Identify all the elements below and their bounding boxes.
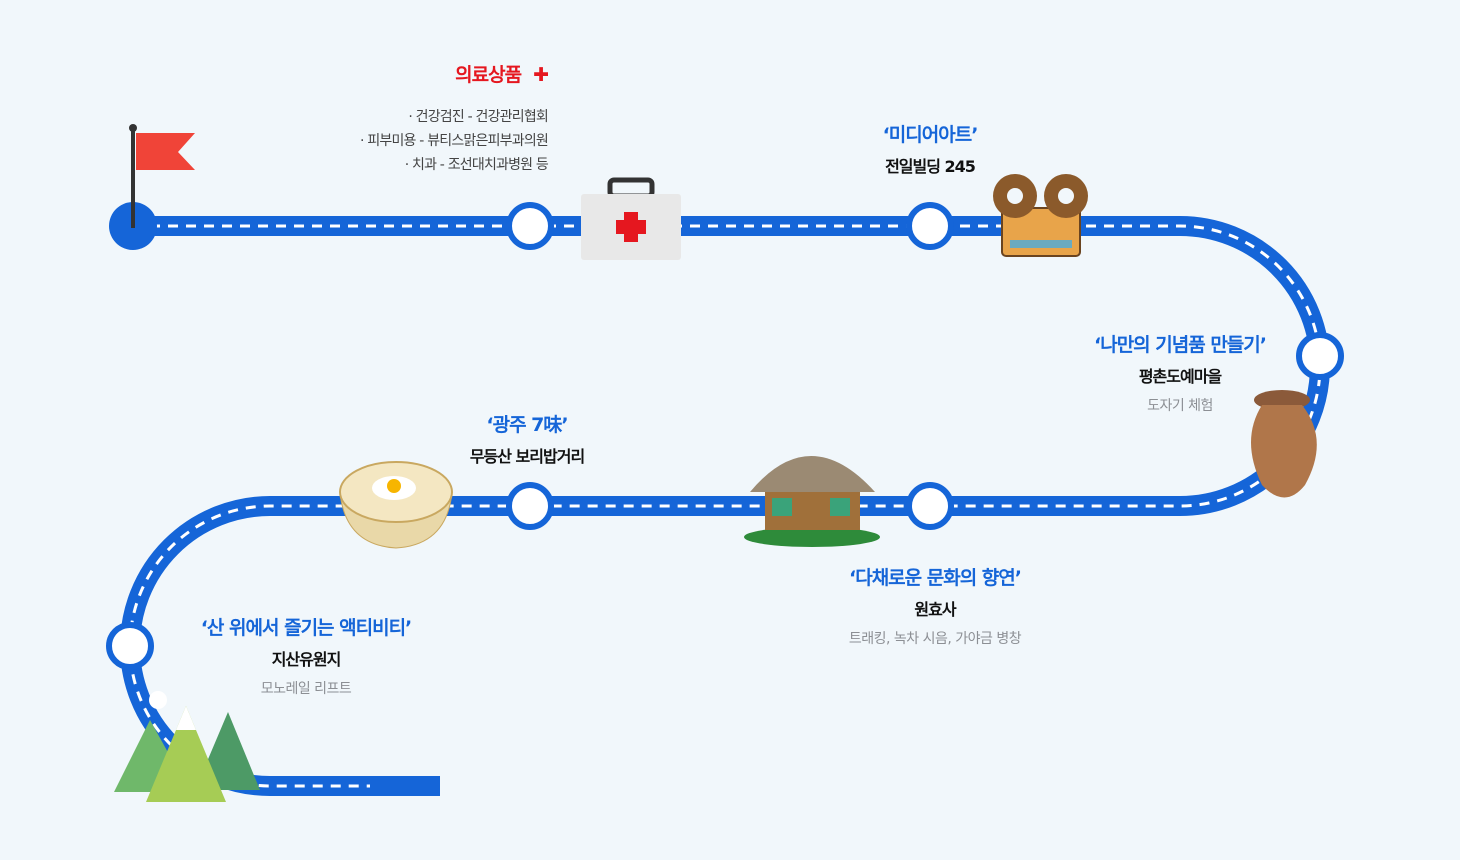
first-aid-kit-icon <box>581 177 681 260</box>
medical-title: 의료상품 ✚ <box>360 60 549 87</box>
stop-pottery: ‘나만의 기념품 만들기’ 평촌도예마을 도자기 체험 <box>1094 330 1267 415</box>
stop-temple: ‘다채로운 문화의 향연’ 원효사 트래킹, 녹차 시음, 가야금 병창 <box>848 563 1022 648</box>
stop-title: ‘나만의 기념품 만들기’ <box>1094 334 1267 356</box>
stop-food: ‘광주 7味’ 무등산 보리밥거리 <box>469 410 585 467</box>
stop-desc: 모노레일 리프트 <box>260 681 352 697</box>
route-node-medical[interactable] <box>506 202 554 250</box>
medical-products: 의료상품 ✚ · 건강검진 - 건강관리협회 · 피부미용 - 뷰티스맑은피부과의… <box>360 60 549 177</box>
flag-icon <box>129 124 195 228</box>
stop-media-art: ‘미디어아트’ 전일빌딩 245 <box>882 120 979 177</box>
stop-subtitle: 원효사 <box>914 600 956 619</box>
stop-desc: 트래킹, 녹차 시음, 가야금 병창 <box>848 631 1022 647</box>
plus-icon: ✚ <box>533 64 549 86</box>
route-node-media-art[interactable] <box>906 202 954 250</box>
pottery-vase-icon <box>1251 390 1317 498</box>
medical-title-text: 의료상품 <box>455 64 522 86</box>
stop-subtitle: 평촌도예마을 <box>1138 367 1222 386</box>
bibimbap-bowl-icon <box>339 461 453 549</box>
medical-item: · 건강검진 - 건강관리협회 <box>408 109 548 125</box>
stop-subtitle: 무등산 보리밥거리 <box>469 447 585 466</box>
stop-desc: 도자기 체험 <box>1147 398 1213 414</box>
stop-title: ‘미디어아트’ <box>882 124 979 146</box>
stop-subtitle: 전일빌딩 245 <box>885 157 976 176</box>
temple-icon <box>744 456 880 547</box>
stop-title: ‘산 위에서 즐기는 액티비티’ <box>200 617 413 639</box>
route-node-temple[interactable] <box>906 482 954 530</box>
stop-title: ‘다채로운 문화의 향연’ <box>848 567 1022 589</box>
route-track <box>120 216 1330 796</box>
medical-item: · 치과 - 조선대치과병원 등 <box>404 157 549 173</box>
route-node-activity[interactable] <box>106 622 154 670</box>
medical-item: · 피부미용 - 뷰티스맑은피부과의원 <box>360 133 549 149</box>
route-node-pottery[interactable] <box>1296 332 1344 380</box>
film-projector-icon <box>993 174 1088 257</box>
stop-subtitle: 지산유원지 <box>271 650 342 669</box>
mountain-icon <box>114 691 260 802</box>
route-node-food[interactable] <box>506 482 554 530</box>
stop-activity: ‘산 위에서 즐기는 액티비티’ 지산유원지 모노레일 리프트 <box>200 613 413 698</box>
stop-title: ‘광주 7味’ <box>486 414 568 436</box>
